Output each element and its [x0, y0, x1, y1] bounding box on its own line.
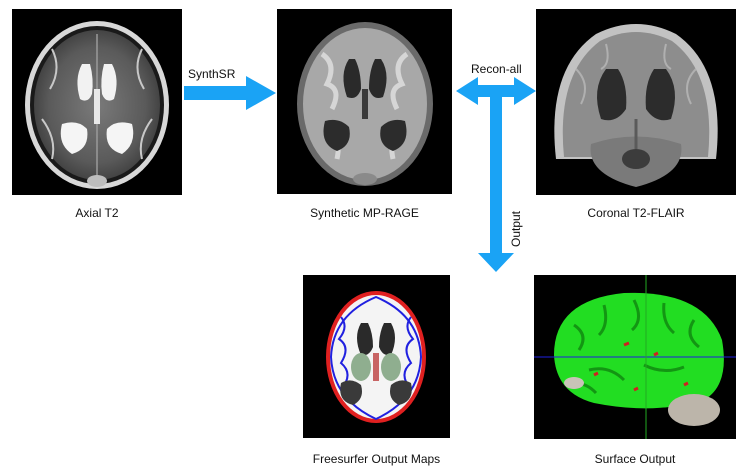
surface-output-image: [534, 275, 736, 439]
output-label: Output: [509, 210, 524, 248]
synthetic-mprage-image: [277, 9, 452, 194]
freesurfer-maps-image: [303, 275, 450, 438]
synthsr-arrow: [184, 76, 276, 110]
reconall-arrow: [456, 77, 536, 105]
coronal-flair-image: [536, 9, 736, 195]
axial-t2-image: [12, 9, 182, 195]
coronal-flair-caption: Coronal T2-FLAIR: [587, 206, 685, 220]
freesurfer-maps-caption: Freesurfer Output Maps: [312, 452, 441, 466]
reconall-label: Recon-all: [471, 62, 522, 76]
synthetic-mprage-caption: Synthetic MP-RAGE: [310, 206, 419, 220]
surface-output-caption: Surface Output: [594, 452, 676, 466]
axial-t2-caption: Axial T2: [75, 206, 119, 220]
synthsr-label: SynthSR: [188, 67, 236, 81]
